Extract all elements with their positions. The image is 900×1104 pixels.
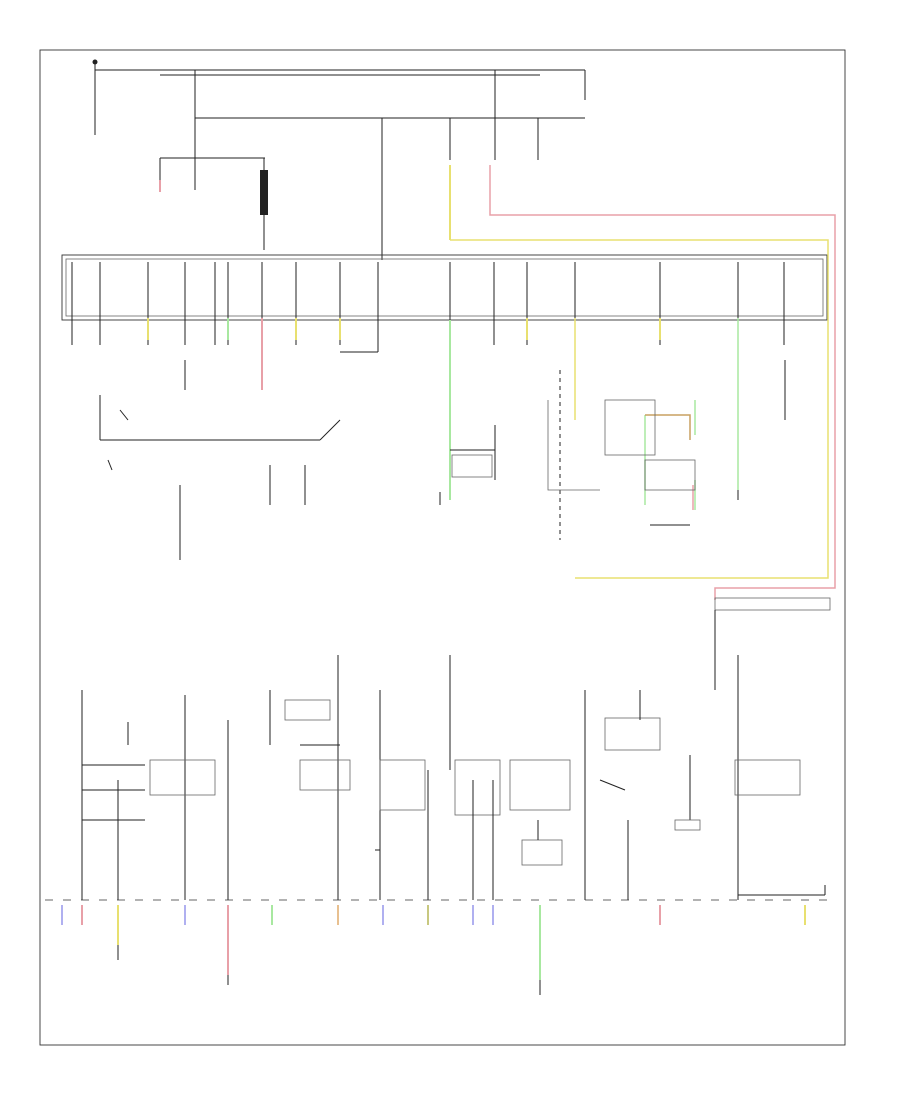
colored-wires — [61, 165, 836, 980]
fuse-block — [61, 254, 828, 321]
lower-section — [81, 597, 831, 900]
battery-section — [92, 59, 586, 260]
fuse-drops — [71, 262, 785, 345]
middle-section — [99, 345, 786, 560]
page-frame — [39, 49, 846, 1046]
bottom-connector-row — [45, 899, 830, 995]
